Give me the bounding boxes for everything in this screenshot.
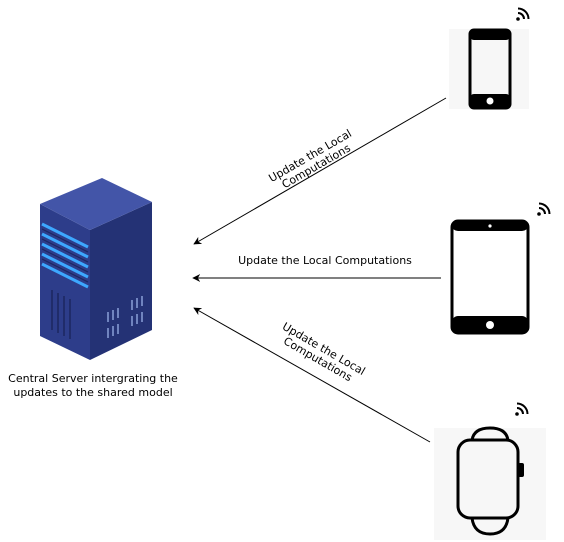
wifi-signal-icon: [537, 202, 551, 216]
smartwatch-icon: [434, 426, 546, 540]
server-icon: [40, 178, 152, 360]
server-caption: Central Server intergrating the updates …: [0, 372, 186, 400]
arrow-watch-to-server: [193, 307, 431, 443]
server-caption-line1: Central Server intergrating the: [8, 372, 178, 385]
arrow-phone-to-server: [193, 97, 447, 245]
wifi-signal-icon: [516, 7, 530, 21]
smartphone-icon: [449, 28, 529, 110]
arrow-label-bottom: Update the Local Computations: [280, 320, 367, 384]
arrow-label-middle: Update the Local Computations: [238, 254, 412, 267]
server-caption-line2: updates to the shared model: [13, 386, 173, 399]
arrow-label-top: Update the Local Computations: [267, 127, 354, 191]
tablet-icon: [450, 219, 530, 335]
wifi-signal-icon: [515, 402, 529, 416]
